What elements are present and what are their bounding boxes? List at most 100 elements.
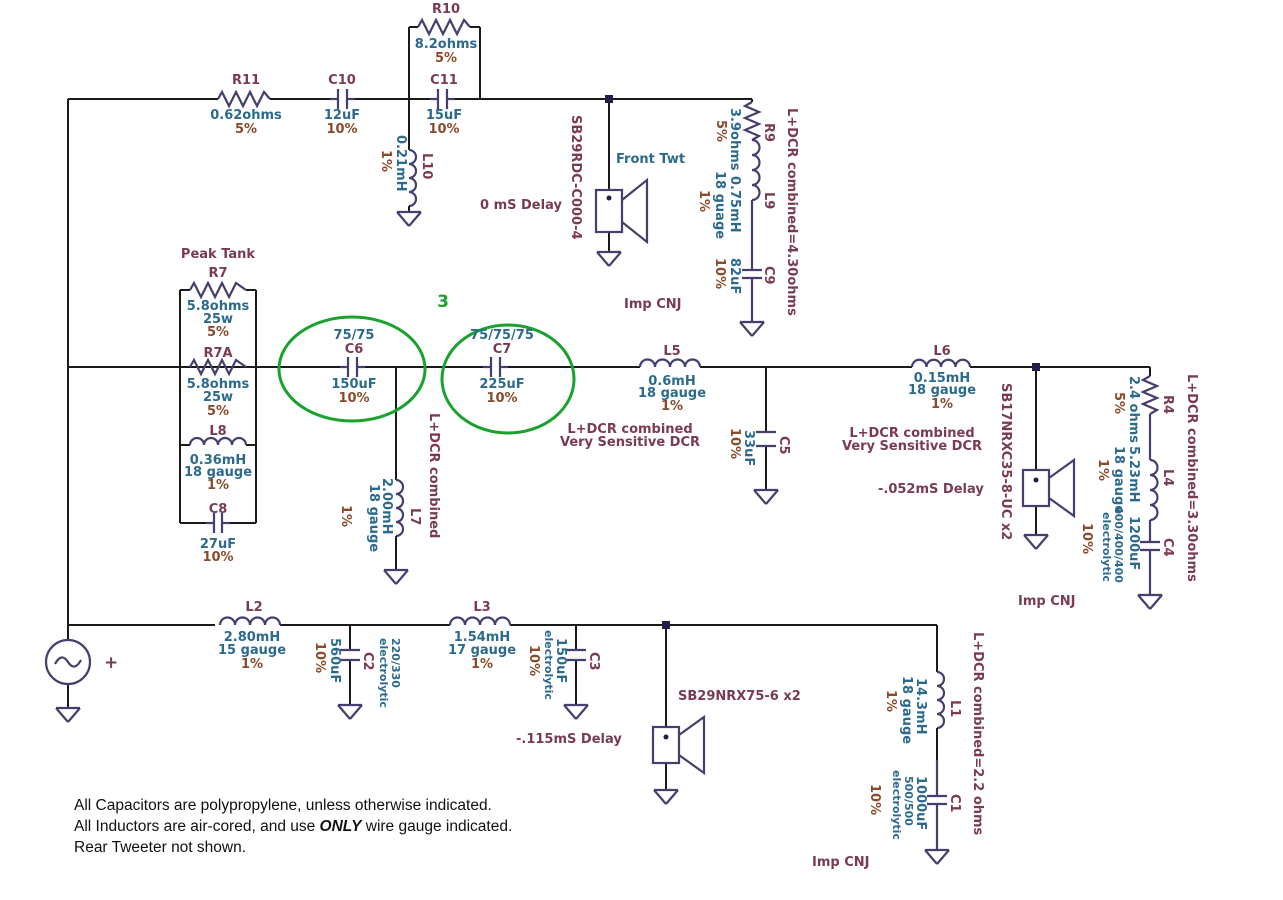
- l4-gauge: 18 gauge: [1111, 446, 1126, 514]
- resistor-r4: [1140, 375, 1160, 415]
- l7-combined: L+DCR combined: [426, 413, 441, 538]
- junction-dots: [605, 95, 1040, 629]
- l10-tolerance: 1%: [378, 150, 393, 172]
- r9-name: R9: [761, 123, 776, 142]
- mid-imp: Imp CNJ: [1018, 594, 1075, 609]
- c1-name: C1: [947, 794, 962, 813]
- l6-tolerance: 1%: [931, 397, 953, 412]
- c3-tolerance: 10%: [526, 645, 541, 676]
- r7-power: 25w: [203, 312, 233, 327]
- ground-icon: [923, 848, 951, 866]
- c5-tolerance: 10%: [727, 428, 742, 459]
- c2-rating: 220/330: [389, 638, 402, 688]
- c4-value: 1200uF: [1126, 516, 1141, 570]
- inductor-l8: [188, 436, 248, 446]
- l7-value: 2.00mH: [379, 478, 394, 535]
- labels: R10 8.2ohms 5% R11 0.62ohms 5% C10 12uF …: [104, 2, 1199, 870]
- l1-tolerance: 1%: [883, 690, 898, 712]
- l2-gauge: 15 gauge: [218, 643, 286, 658]
- ground-icon: [336, 703, 364, 721]
- c2-tolerance: 10%: [312, 642, 327, 673]
- highlight-c7: [440, 323, 576, 435]
- r7a-value: 5.8ohms: [187, 377, 250, 392]
- l5-combined-1: L+DCR combined: [567, 422, 692, 437]
- c9-name: C9: [761, 266, 776, 285]
- l3-value: 1.54mH: [454, 630, 511, 645]
- resistor-r11: [217, 89, 271, 109]
- resistor-symbols: [189, 17, 1160, 415]
- note-rear-tweeter: Rear Tweeter not shown.: [74, 839, 247, 856]
- notes-block: All Capacitors are polypropylene, unless…: [74, 795, 512, 858]
- ac-source-icon: [44, 638, 92, 686]
- bot-imp: Imp CNJ: [812, 855, 869, 870]
- c10-name: C10: [328, 73, 356, 88]
- speaker-woofer-icon: [651, 714, 706, 776]
- junction-dot: [1032, 363, 1040, 371]
- ground-icon: [382, 568, 410, 586]
- c6-rating: 75/75: [334, 328, 375, 343]
- l8-value: 0.36mH: [190, 453, 247, 468]
- c9-tolerance: 10%: [712, 258, 727, 289]
- capacitor-c11: [430, 89, 455, 109]
- ground-icon: [1136, 593, 1164, 611]
- c3-name: C3: [586, 652, 601, 671]
- inductor-l10: [408, 148, 418, 208]
- ground-icon: [395, 210, 423, 228]
- l5-tolerance: 1%: [661, 399, 683, 414]
- c1-value: 1000uF: [913, 776, 928, 830]
- l7-tolerance: 1%: [338, 505, 353, 527]
- c8-tolerance: 10%: [202, 550, 233, 565]
- note-inductors-pre: All Inductors are air-cored, and use: [74, 818, 320, 835]
- l4-name: L4: [1160, 469, 1175, 486]
- l6-combined-2: Very Sensitive DCR: [842, 439, 982, 454]
- capacitor-c8: [206, 513, 230, 533]
- r7-value: 5.8ohms: [187, 299, 250, 314]
- group-mark: 3: [437, 292, 449, 312]
- l9-tolerance: 1%: [696, 190, 711, 212]
- capacitor-c6: [340, 357, 365, 377]
- c4-type: electrolytic: [1100, 512, 1113, 582]
- capacitor-c2: [340, 648, 360, 662]
- speaker-midrange-icon: [1021, 457, 1076, 519]
- l2-value: 2.80mH: [224, 630, 281, 645]
- inductor-l3: [448, 616, 512, 626]
- bot-combined: L+DCR combined=2.2 ohms: [970, 632, 985, 836]
- mid-driver-delay: -.052mS Delay: [878, 482, 984, 497]
- ground-icon: [738, 320, 766, 338]
- ac-source: [44, 638, 92, 686]
- l4-value: 5.23mH: [1126, 446, 1141, 503]
- note-inductors-post: wire gauge indicated.: [361, 818, 513, 835]
- r10-value: 8.2ohms: [415, 37, 478, 52]
- c7-rating: 75/75/75: [470, 328, 534, 343]
- inductor-l9: [751, 138, 761, 202]
- resistor-r7: [189, 280, 247, 300]
- c2-type: electrolytic: [377, 638, 390, 708]
- capacitor-c4: [1140, 530, 1160, 595]
- l3-gauge: 17 gauge: [448, 643, 516, 658]
- r7a-tolerance: 5%: [207, 404, 229, 419]
- r4-value: 2.4 ohms: [1126, 376, 1141, 443]
- woofer-delay: -.115mS Delay: [516, 732, 622, 747]
- ground-icon: [562, 703, 590, 721]
- l6-gauge: 18 gauge: [908, 383, 976, 398]
- capacitor-c1: [927, 760, 947, 850]
- ground-icon: [652, 788, 680, 806]
- r7a-name: R7A: [203, 346, 232, 361]
- note-inductors: All Inductors are air-cored, and use ONL…: [74, 816, 512, 837]
- c1-tolerance: 10%: [867, 784, 882, 815]
- r4-name: R4: [1160, 395, 1175, 414]
- l4-tolerance: 1%: [1095, 459, 1110, 481]
- c7-name: C7: [493, 342, 512, 357]
- r4-tolerance: 5%: [1111, 392, 1126, 414]
- capacitor-c9: [742, 260, 762, 322]
- inductor-l6: [910, 358, 972, 368]
- c4-rating: 400/400/400: [1112, 506, 1125, 583]
- resistor-r10: [417, 17, 471, 37]
- r7-name: R7: [208, 266, 227, 281]
- inductor-l2: [218, 616, 282, 626]
- r7-tolerance: 5%: [207, 325, 229, 340]
- l7-name: L7: [407, 508, 422, 525]
- l9-name: L9: [761, 192, 776, 209]
- r9-tolerance: 5%: [713, 120, 728, 142]
